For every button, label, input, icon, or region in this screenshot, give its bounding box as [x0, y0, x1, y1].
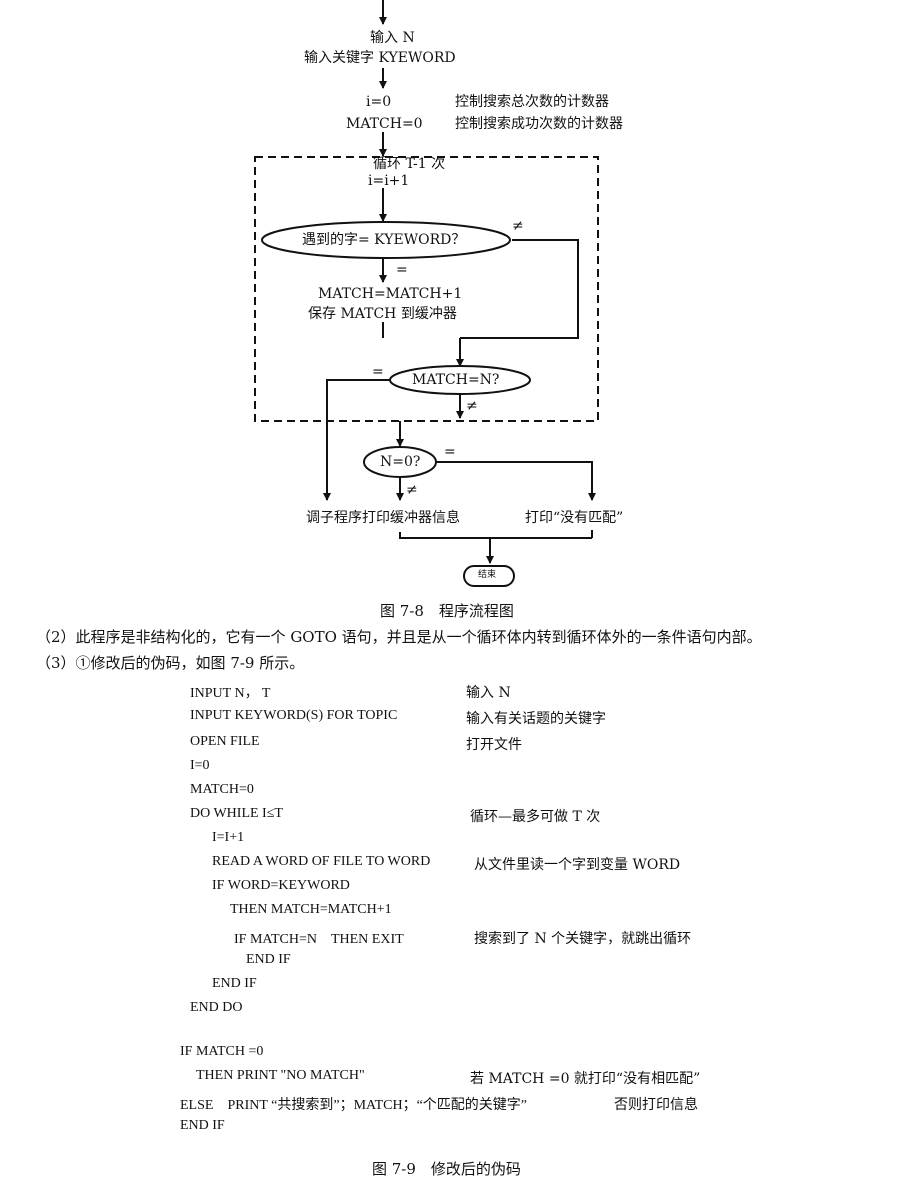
code-line: DO WHILE I≤T	[190, 806, 283, 821]
flow-eq-label-2: =	[372, 364, 384, 380]
code-comment: 搜索到了 N 个关键字，就跳出循环	[474, 931, 692, 947]
flow-eq-label-1: =	[396, 262, 408, 278]
flow-input-n: 输入 N	[370, 30, 415, 46]
code-line: INPUT N， T	[190, 686, 271, 701]
arrow-n0-eq-branch	[436, 461, 596, 501]
flow-loop-label: 循环 T-1 次	[373, 156, 446, 172]
code-line: END IF	[246, 952, 291, 967]
code-comment: 打开文件	[466, 737, 522, 753]
flow-decision-n0: N=0?	[380, 454, 421, 470]
loop-box	[254, 156, 599, 422]
figure-caption-7-8: 图 7-8 程序流程图	[380, 602, 514, 620]
paragraph-3: （3）①修改后的伪码，如图 7-9 所示。	[36, 654, 305, 672]
flow-input-keyword: 输入关键字 KYEWORD	[304, 50, 456, 66]
code-line: I=0	[190, 758, 210, 773]
flow-call-sub: 调子程序打印缓冲器信息	[306, 510, 460, 526]
flow-init-i: i=0	[366, 94, 392, 110]
code-comment: 循环—最多可做 T 次	[470, 809, 601, 825]
code-line: IF MATCH =0	[180, 1044, 264, 1059]
decision-n0-ellipse	[363, 446, 437, 478]
code-comment: 输入有关话题的关键字	[466, 711, 606, 727]
flow-incr-i: i=i+1	[368, 173, 410, 189]
figure-caption-7-9: 图 7-9 修改后的伪码	[372, 1160, 521, 1178]
code-line: READ A WORD OF FILE TO WORD	[212, 854, 431, 869]
flow-ne-label-3: ≠	[406, 482, 418, 498]
line-merge	[399, 532, 490, 539]
flow-match-incr: MATCH=MATCH+1	[318, 286, 463, 302]
decision-word-ellipse	[261, 221, 511, 259]
flow-print-nomatch: 打印“没有匹配”	[525, 510, 624, 526]
arrow-match-eq-branch	[323, 379, 392, 501]
code-line: I=I+1	[212, 830, 245, 845]
end-terminator	[463, 565, 515, 587]
arrow-ne-branch	[460, 239, 579, 339]
flow-ne-label-2: ≠	[466, 398, 478, 414]
flow-init-match-comment: 控制搜索成功次数的计数器	[455, 116, 623, 132]
code-line: THEN MATCH=MATCH+1	[230, 902, 392, 917]
code-line: ELSE PRINT “共搜索到”；MATCH；“个匹配的关键字”	[180, 1098, 527, 1113]
code-line: END DO	[190, 1000, 243, 1015]
flow-end-label: 结束	[478, 570, 497, 580]
flow-init-match: MATCH=0	[346, 116, 423, 132]
flowchart-diagram	[254, 0, 599, 587]
code-line: INPUT KEYWORD(S) FOR TOPIC	[190, 708, 398, 723]
code-comment: 输入 N	[466, 685, 511, 701]
code-comment: 若 MATCH =0 就打印“没有相匹配”	[470, 1071, 701, 1087]
code-line: END IF	[180, 1118, 225, 1133]
decision-match-ellipse	[389, 365, 531, 395]
flow-decision-word: 遇到的字= KYEWORD？	[302, 232, 466, 248]
flow-save-match: 保存 MATCH 到缓冲器	[308, 306, 457, 322]
code-line: THEN PRINT "NO MATCH"	[196, 1068, 365, 1083]
code-line: IF WORD=KEYWORD	[212, 878, 350, 893]
code-line: IF MATCH=N THEN EXIT	[234, 932, 404, 947]
code-comment: 否则打印信息	[614, 1097, 698, 1113]
flow-init-i-comment: 控制搜索总次数的计数器	[455, 94, 609, 110]
code-line: MATCH=0	[190, 782, 254, 797]
flow-ne-label-1: ≠	[512, 218, 524, 234]
code-line: END IF	[212, 976, 257, 991]
code-comment: 从文件里读一个字到变量 WORD	[474, 857, 681, 873]
paragraph-2: （2）此程序是非结构化的，它有一个 GOTO 语句，并且是从一个循环体内转到循环…	[36, 628, 762, 646]
code-line: OPEN FILE	[190, 734, 260, 749]
flow-eq-label-3: =	[444, 444, 456, 460]
flow-decision-match: MATCH=N?	[412, 372, 500, 388]
